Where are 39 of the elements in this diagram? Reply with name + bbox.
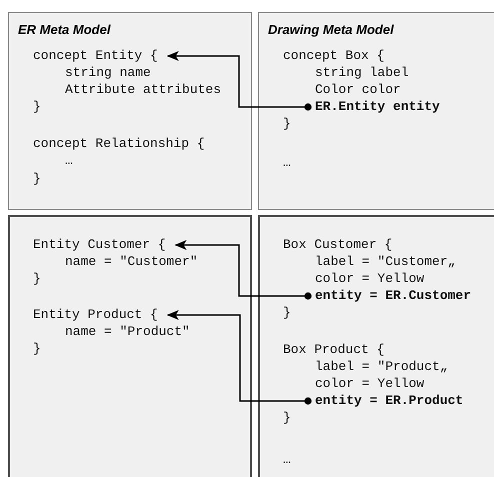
code-line: … bbox=[57, 153, 83, 169]
code-line: } bbox=[275, 305, 301, 321]
code-line: } bbox=[25, 171, 51, 187]
code-line: ER.Entity entity bbox=[307, 99, 450, 115]
code-line: name = "Customer" bbox=[57, 254, 208, 270]
code-line: Box Product { bbox=[275, 342, 394, 358]
reference-arrow bbox=[166, 51, 312, 111]
code-line: label = "Customer„ bbox=[307, 254, 466, 270]
code-line: string label bbox=[307, 65, 419, 81]
code-line: … bbox=[275, 155, 301, 171]
code-line: color = Yellow bbox=[307, 376, 434, 392]
code-line: entity = ER.Product bbox=[307, 393, 474, 409]
code-line: } bbox=[25, 271, 51, 287]
code-line: Box Customer { bbox=[275, 237, 402, 253]
code-line: Attribute attributes bbox=[57, 82, 232, 98]
code-line: Color color bbox=[307, 82, 411, 98]
code-line: concept Relationship { bbox=[25, 136, 215, 152]
code-line: concept Entity { bbox=[25, 48, 168, 64]
code-line: label = "Product„ bbox=[307, 359, 458, 375]
code-panel bbox=[8, 12, 252, 210]
reference-arrow bbox=[174, 240, 312, 300]
code-line: color = Yellow bbox=[307, 271, 434, 287]
code-line: Entity Customer { bbox=[25, 237, 176, 253]
panel-title: ER Meta Model bbox=[18, 21, 110, 39]
code-panel bbox=[258, 12, 494, 210]
reference-arrow bbox=[166, 310, 312, 405]
code-line: } bbox=[275, 410, 301, 426]
code-line: } bbox=[275, 116, 301, 132]
code-line: name = "Product" bbox=[57, 324, 200, 340]
code-line: } bbox=[25, 341, 51, 357]
code-panel bbox=[8, 215, 252, 477]
panel-title: Drawing Meta Model bbox=[268, 21, 394, 39]
code-line: entity = ER.Customer bbox=[307, 288, 482, 304]
code-line: Entity Product { bbox=[25, 307, 168, 323]
code-panel bbox=[258, 215, 494, 477]
code-line: … bbox=[275, 452, 301, 468]
code-line: string name bbox=[57, 65, 161, 81]
code-line: concept Box { bbox=[275, 48, 394, 64]
code-line: } bbox=[25, 99, 51, 115]
